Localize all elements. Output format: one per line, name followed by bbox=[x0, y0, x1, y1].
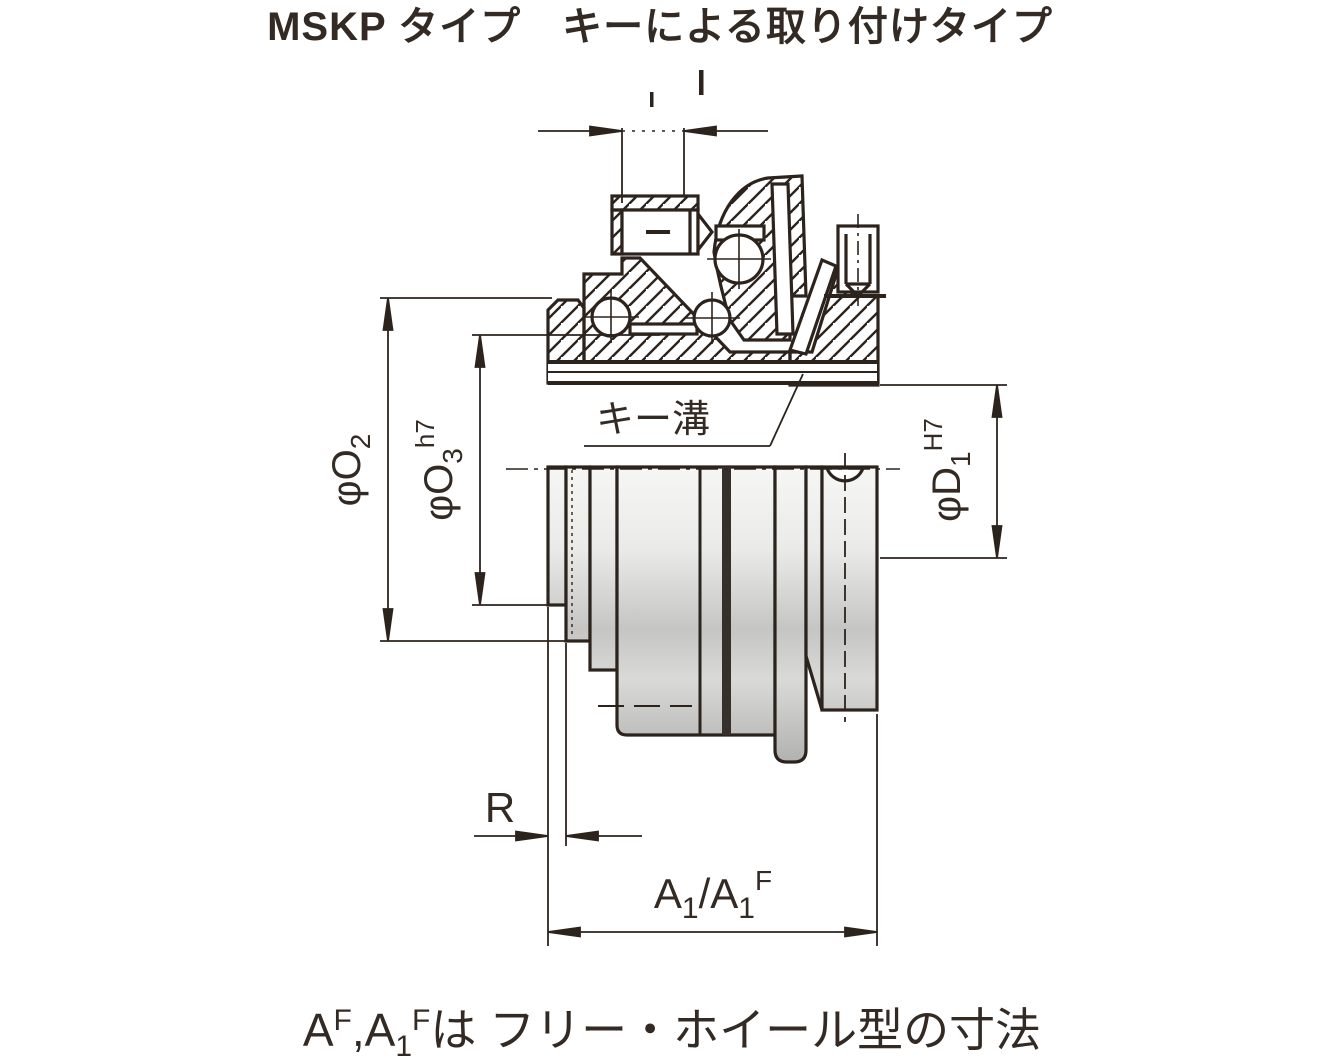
dimension-lines bbox=[380, 70, 1007, 946]
arrow-r-left bbox=[515, 830, 549, 842]
dim-label-r: R bbox=[485, 784, 515, 831]
flange-rim bbox=[773, 465, 808, 764]
flange-chamfer bbox=[804, 465, 824, 711]
keyway-label: キー溝 bbox=[596, 399, 710, 441]
dim-label-o3: φO3h7 bbox=[410, 419, 468, 521]
stray-tick-1 bbox=[650, 92, 654, 107]
bolt-hole-arc bbox=[824, 466, 866, 483]
arrow-key-right bbox=[683, 125, 717, 137]
arrow-o2-top bbox=[382, 297, 394, 331]
sleeve-step-3 bbox=[588, 465, 619, 672]
spring-plate bbox=[770, 182, 795, 336]
sleeve-step-2 bbox=[564, 465, 592, 643]
arrow-a1-right bbox=[844, 926, 878, 938]
keyway-leader bbox=[769, 373, 804, 447]
main-barrel bbox=[615, 465, 777, 737]
external-cylinder-view bbox=[546, 453, 879, 764]
arrow-key-left bbox=[589, 125, 623, 137]
arrow-d1-bottom bbox=[991, 525, 1003, 559]
sectioned-clutch-mechanism bbox=[546, 174, 886, 387]
set-screw-tip bbox=[696, 209, 715, 255]
figure-title: MSKP タイプ キーによる取り付けタイプ bbox=[267, 5, 1053, 49]
arrow-d1-top bbox=[991, 384, 1003, 418]
stray-tick-2 bbox=[699, 70, 704, 95]
right-hub-barrel bbox=[820, 465, 879, 712]
arrow-o3-bottom bbox=[474, 572, 486, 606]
sleeve-step-1 bbox=[546, 465, 568, 607]
figure-caption: AF,A1Fは フリー・ホイール型の寸法 bbox=[303, 1004, 1041, 1062]
barrel-groove bbox=[722, 467, 731, 735]
dim-label-a1: A1/A1F bbox=[654, 865, 772, 925]
cam-strut bbox=[787, 257, 838, 356]
dim-label-d1: φD1H7 bbox=[918, 418, 976, 522]
arrow-a1-left bbox=[547, 926, 581, 938]
hatched-cap-plate bbox=[610, 194, 700, 212]
arrow-o3-top bbox=[474, 334, 486, 368]
bearing-cage bbox=[628, 322, 699, 336]
arrow-o2-bottom bbox=[382, 608, 394, 642]
dim-label-o2: φO2 bbox=[325, 434, 376, 507]
arrow-r-right bbox=[565, 830, 599, 842]
